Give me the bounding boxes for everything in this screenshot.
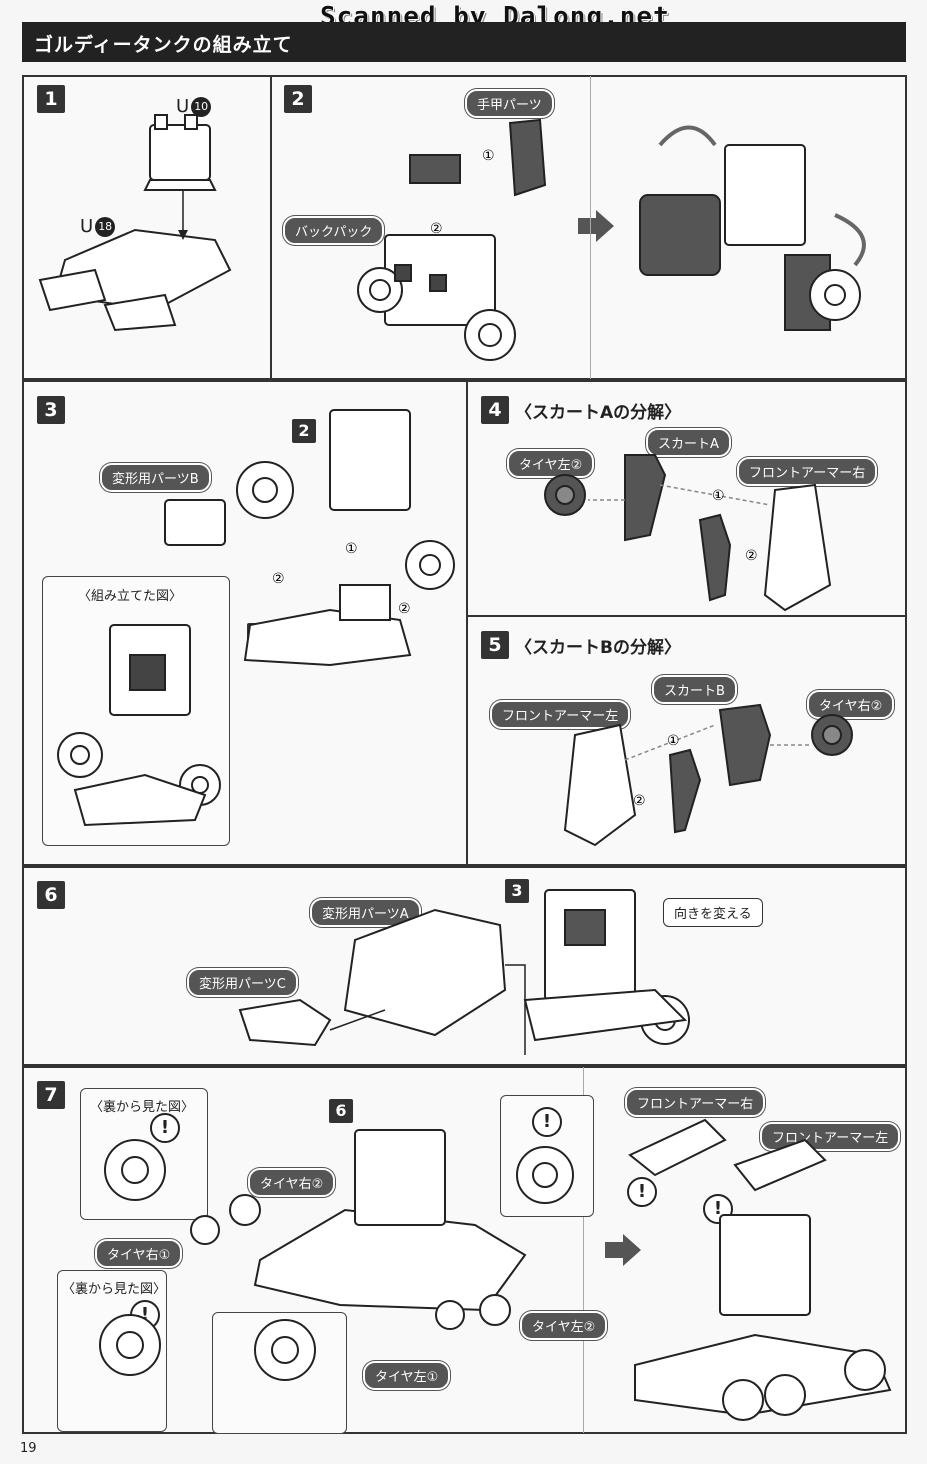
svg-text:①: ① [482,148,495,164]
label-tire-right-1: タイヤ右① [95,1239,183,1268]
part-code-letter: U [176,96,190,117]
divider-step7-inner [583,1067,584,1433]
step-4-title: 〈スカートAの分解〉 [515,403,682,423]
arrow-label: ② [398,601,411,617]
step7-right-illustration [628,1118,892,1421]
ref-step-6: 6 [329,1099,353,1123]
arrow-label: ② [272,571,285,587]
label-front-armor-right: フロントアーマー右 [737,457,878,486]
label-tire-left-2: タイヤ左② [507,449,595,478]
step5-illustration: ① ② [563,703,853,847]
step2-right-illustration [639,125,866,331]
label-tire-right-2: タイヤ右② [807,690,895,719]
page-number: 19 [20,1441,37,1456]
rotate-callout: 向きを変える [663,898,763,927]
divider-step2-inner [590,76,591,379]
arrow-label: ① [667,733,680,749]
divider-step4-step5 [467,615,906,617]
step-2-number: 2 [284,85,312,113]
caution-icon: ! [150,1113,180,1143]
label-tire-right-2: タイヤ右② [248,1168,336,1197]
step-1-number: 1 [37,85,65,113]
arrow-label: ① [345,541,358,557]
label-front-armor-left: フロントアーマー左 [490,700,631,729]
header-bar [22,22,906,62]
step-4-number: 4 [481,396,509,424]
step4-illustration: ① ② [544,454,832,612]
divider-step1-step2 [270,76,272,379]
step-3-number: 3 [37,396,65,424]
step6-illustration [238,889,690,1055]
part-number-badge: 10 [191,97,212,117]
ref-step-2: 2 [292,419,316,443]
arrow-label: ② [745,548,758,564]
label-transform-part-b: 変形用パーツB [100,463,211,492]
divider-step3-step45 [466,381,468,865]
label-tire-left-1: タイヤ左① [363,1361,451,1390]
label-skirt-b: スカートB [652,675,737,704]
step-6-number: 6 [37,881,65,909]
label-transform-part-a: 変形用パーツA [310,898,421,927]
step-5-number: 5 [481,631,509,659]
assembled-view-caption: 〈組み立てた図〉 [78,589,183,604]
label-tire-left-2: タイヤ左② [520,1311,608,1340]
arrow-label: ① [712,488,725,504]
caution-icon: ! [627,1177,657,1207]
back-view-caption-2: 〈裏から見た図〉 [62,1282,167,1297]
label-front-armor-right: フロントアーマー右 [625,1088,766,1117]
caution-icon: ! [532,1107,562,1137]
label-gauntlet-parts: 手甲パーツ [465,89,554,118]
arrow-label: ② [633,793,646,809]
label-skirt-a: スカートA [646,428,731,457]
page-title: ゴルディータンクの組み立て [34,34,293,56]
label-transform-part-c: 変形用パーツC [187,968,298,997]
next-arrow-icon [578,210,614,242]
ref-step-3: 3 [505,879,529,903]
part-code-letter: U [80,216,94,237]
step2-left-illustration: ① ② [357,118,547,361]
back-view-caption-1: 〈裏から見た図〉 [90,1100,195,1115]
part-number-badge: 18 [95,217,116,237]
step3-illustration: ① ② ② [164,409,455,667]
step1-illustration [38,114,232,332]
step-5-title: 〈スカートBの分解〉 [515,638,681,658]
label-backpack: バックパック [283,216,385,245]
assembled-robot-illustration [57,624,221,827]
svg-text:②: ② [430,221,443,237]
step7-left-illustration [99,1129,574,1381]
step-7-number: 7 [37,1081,65,1109]
next-arrow-icon [605,1234,641,1266]
